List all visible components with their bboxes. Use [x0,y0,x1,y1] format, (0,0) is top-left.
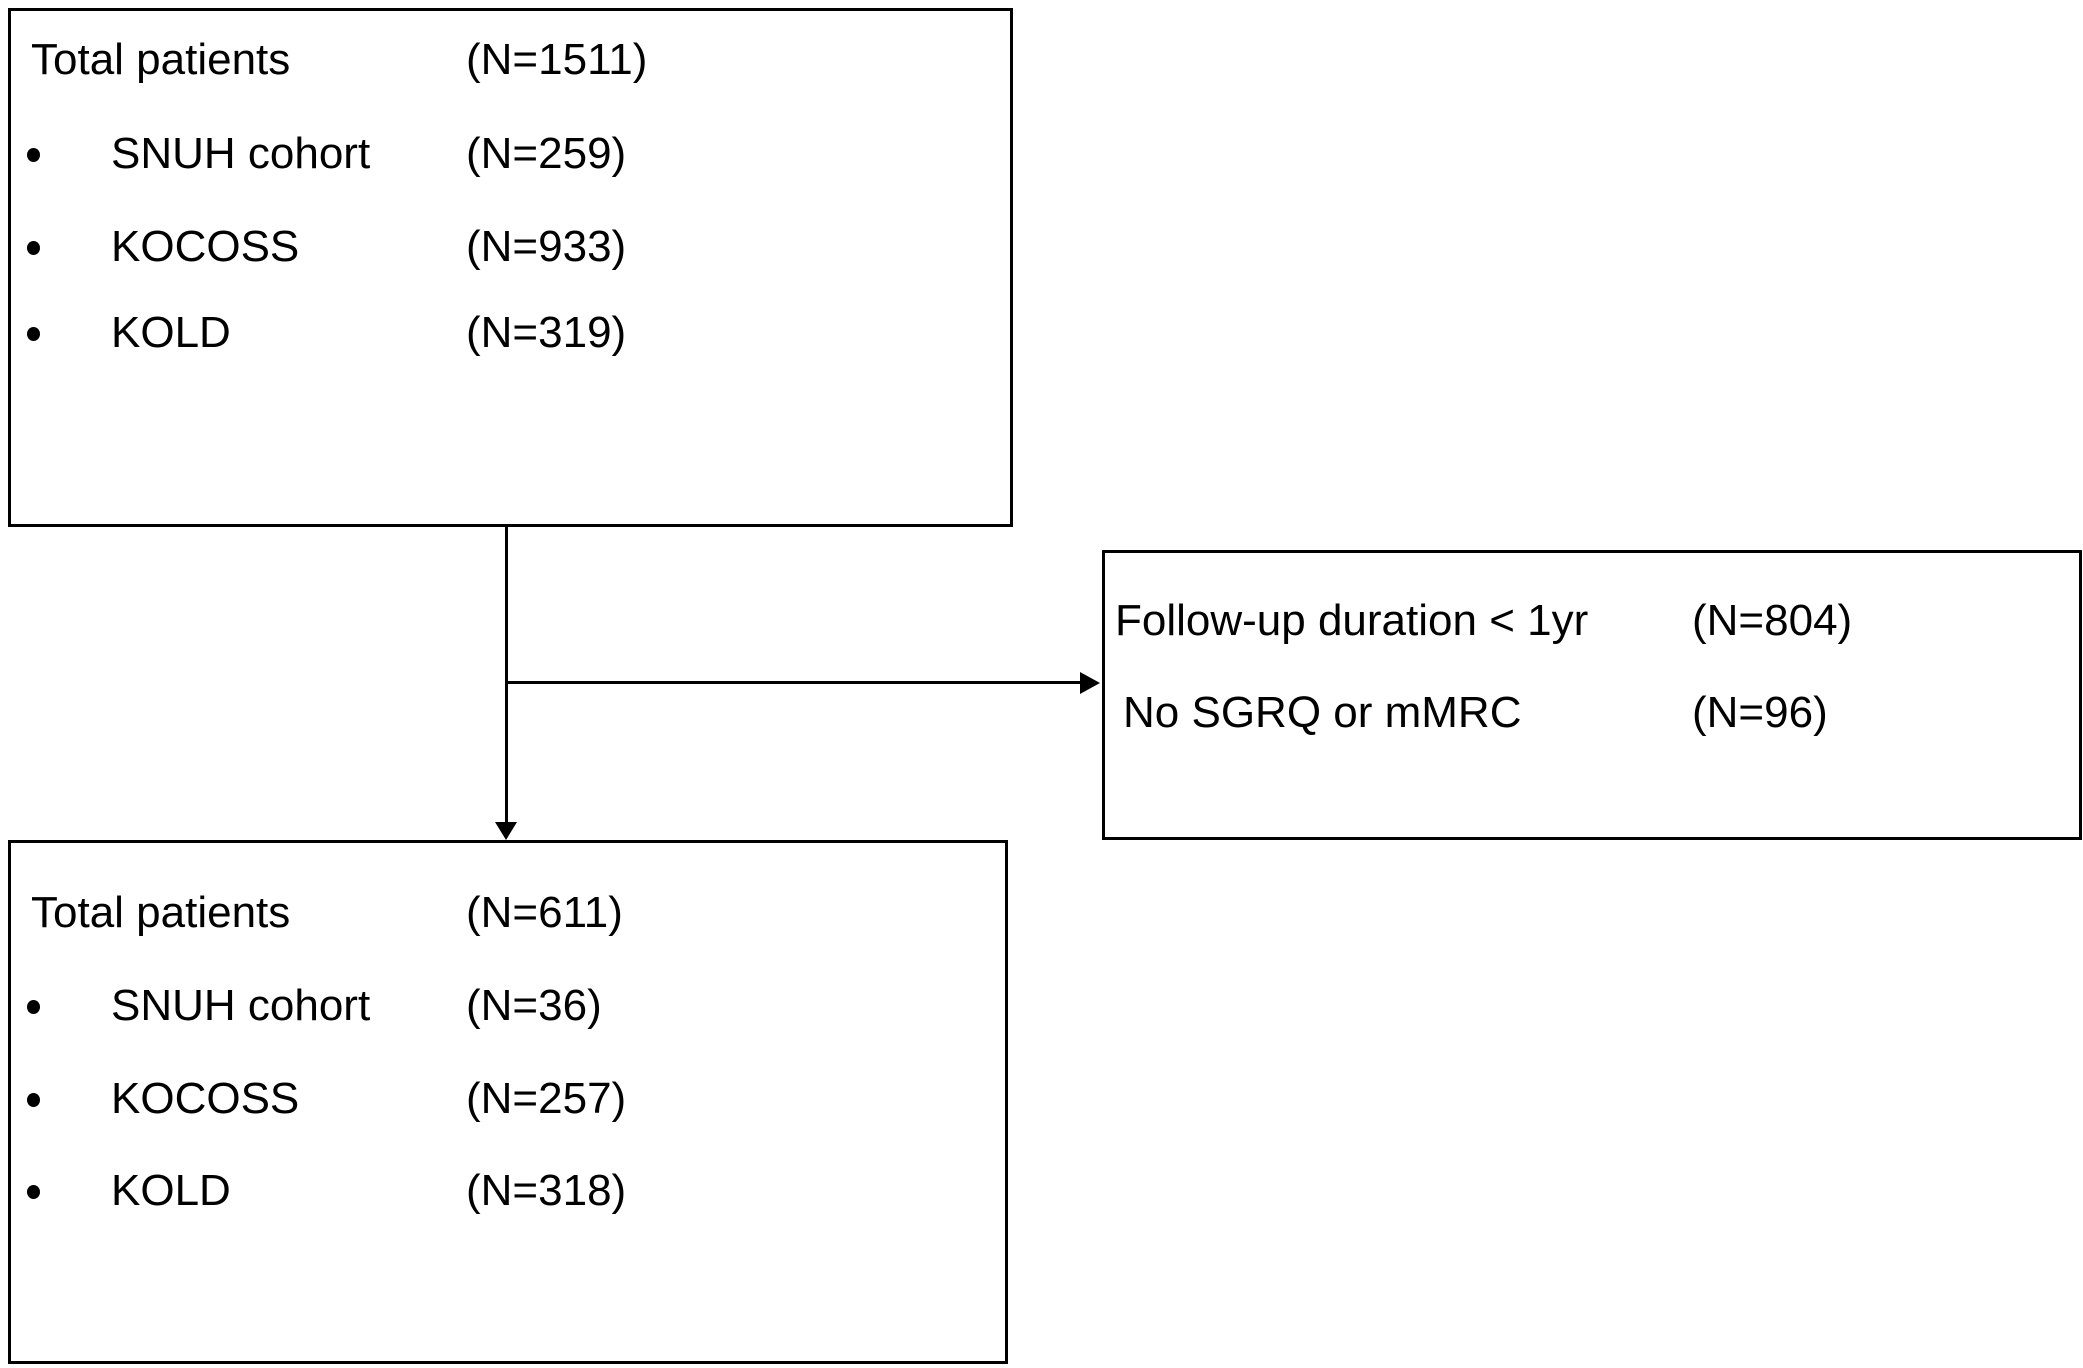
list-item: KOCOSS (N=257) [11,1073,1005,1125]
row-label: KOLD [111,308,231,357]
row-value: (N=96) [1692,688,1828,737]
list-item: KOLD (N=318) [11,1165,1005,1217]
row-label: KOCOSS [111,222,300,271]
bullet-icon [27,241,40,255]
row-label: SNUH cohort [111,981,371,1030]
row-label: KOLD [111,1166,231,1215]
bullet-icon [27,327,40,341]
row-label: Total patients [31,35,291,84]
row-label: SNUH cohort [111,129,371,178]
box-final-cohort: Total patients (N=611) SNUH cohort (N=36… [8,840,1008,1364]
row-value: (N=36) [466,981,602,1030]
connector-horizontal-line [506,681,1080,684]
row-value: (N=259) [466,129,627,178]
bullet-icon [27,148,40,162]
row-label: Follow-up duration < 1yr [1115,596,1589,645]
list-item: Total patients (N=611) [11,887,1005,939]
row-value: (N=804) [1692,596,1853,645]
box-initial-cohort: Total patients (N=1511) SNUH cohort (N=2… [8,8,1013,527]
list-item: No SGRQ or mMRC (N=96) [1105,687,2079,739]
list-item: Follow-up duration < 1yr (N=804) [1105,595,2079,647]
arrow-right-icon [1080,672,1100,694]
connector-vertical-line [505,527,508,823]
list-item: SNUH cohort (N=36) [11,980,1005,1032]
row-label: No SGRQ or mMRC [1123,688,1522,737]
row-label: KOCOSS [111,1074,300,1123]
arrow-down-icon [495,822,517,840]
row-value: (N=933) [466,222,627,271]
list-item: Total patients (N=1511) [11,34,1010,86]
box-excluded-patients: Follow-up duration < 1yr (N=804) No SGRQ… [1102,550,2082,840]
list-item: SNUH cohort (N=259) [11,128,1010,180]
row-value: (N=257) [466,1074,627,1123]
row-value: (N=611) [466,888,623,937]
list-item: KOLD (N=319) [11,307,1010,359]
bullet-icon [27,1093,40,1107]
row-label: Total patients [31,888,291,937]
row-value: (N=319) [466,308,627,357]
row-value: (N=1511) [466,35,648,84]
list-item: KOCOSS (N=933) [11,221,1010,273]
bullet-icon [27,1000,40,1014]
bullet-icon [27,1185,40,1199]
row-value: (N=318) [466,1166,627,1215]
